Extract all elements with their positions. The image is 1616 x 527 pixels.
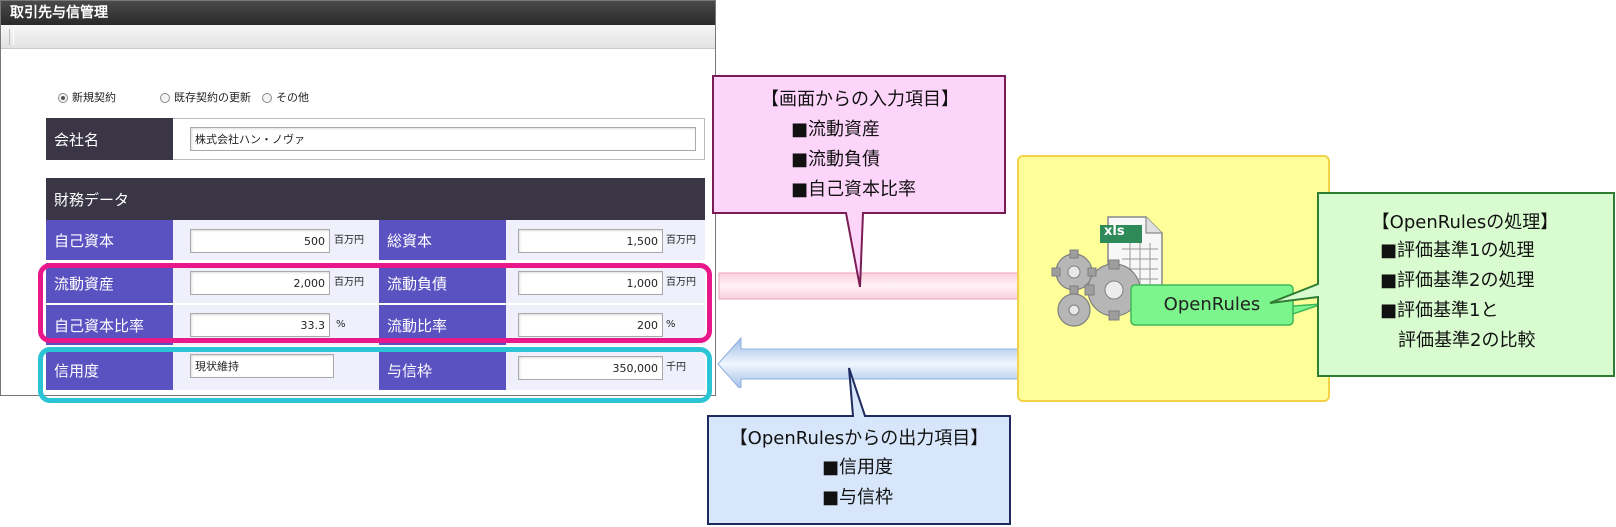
input-callout-shape: [712, 75, 1006, 288]
output-items-highlight: [38, 347, 712, 403]
window-title: 取引先与信管理: [1, 1, 715, 25]
current-liabilities-input[interactable]: [518, 271, 663, 295]
current-liabilities-unit: 百万円: [666, 277, 696, 288]
process-callout-shape: [1269, 192, 1615, 377]
openrules-label-shape: [1130, 284, 1323, 326]
equity-input[interactable]: [190, 229, 330, 253]
input-callout-item: ■流動負債: [791, 149, 881, 170]
output-callout-item: ■与信枠: [822, 487, 894, 508]
input-items-highlight: [38, 263, 712, 343]
company-name-input[interactable]: [190, 127, 696, 151]
current-assets-label: 流動資産: [46, 263, 173, 303]
equity-ratio-input[interactable]: [190, 313, 330, 337]
output-arrow: [717, 336, 1038, 388]
radio-button[interactable]: [160, 93, 170, 103]
company-label: 会社名: [46, 118, 173, 160]
process-callout-item: ■評価基準1と: [1380, 300, 1499, 321]
gears-icon: [1051, 249, 1144, 327]
radio-other[interactable]: その他: [262, 91, 309, 105]
process-callout: 【OpenRulesの処理】 ■評価基準1の処理 ■評価基準2の処理 ■評価基準…: [1318, 208, 1612, 356]
total-capital-input[interactable]: [518, 229, 663, 253]
input-callout: 【画面からの入力項目】 ■流動資産 ■流動負債 ■自己資本比率: [715, 85, 1005, 205]
current-assets-input[interactable]: [190, 271, 330, 295]
credit-limit-output[interactable]: [518, 356, 663, 380]
output-callout-shape: [707, 367, 1011, 525]
process-callout-title: 【OpenRulesの処理】: [1371, 212, 1559, 233]
output-callout-item: ■信用度: [822, 457, 894, 478]
credit-rating-output[interactable]: [190, 354, 334, 378]
input-callout-item: ■自己資本比率: [791, 179, 917, 200]
financial-data-header: 財務データ: [46, 178, 705, 220]
toolbar: [1, 25, 715, 49]
radio-label: 新規契約: [72, 91, 116, 104]
xls-badge: xls: [1104, 224, 1125, 239]
openrules-label: OpenRules: [1163, 294, 1261, 315]
credit-limit-unit: 千円: [666, 362, 686, 373]
equity-label: 自己資本: [46, 220, 173, 260]
radio-button-selected[interactable]: [58, 93, 68, 103]
toolbar-grip[interactable]: [9, 29, 14, 45]
total-capital-unit: 百万円: [666, 235, 696, 246]
credit-limit-label: 与信枠: [379, 350, 506, 390]
equity-ratio-unit: %: [336, 319, 346, 330]
equity-unit: 百万円: [334, 235, 364, 246]
radio-label: 既存契約の更新: [174, 91, 251, 104]
data-flow-arrows: [717, 260, 1043, 388]
credit-rating-label: 信用度: [46, 350, 173, 390]
radio-renewal[interactable]: 既存契約の更新: [160, 91, 251, 105]
process-callout-item: ■評価基準1の処理: [1380, 240, 1535, 261]
current-liabilities-label: 流動負債: [379, 263, 506, 303]
output-callout-title: 【OpenRulesからの出力項目】: [729, 428, 989, 449]
current-ratio-input[interactable]: [518, 313, 663, 337]
current-ratio-unit: %: [666, 319, 676, 330]
process-callout-item: ■評価基準2の処理: [1380, 270, 1535, 291]
process-callout-item: 評価基準2の比較: [1398, 330, 1536, 351]
total-capital-label: 総資本: [379, 220, 506, 260]
current-assets-unit: 百万円: [334, 277, 364, 288]
input-callout-item: ■流動資産: [791, 119, 881, 140]
input-callout-title: 【画面からの入力項目】: [761, 89, 959, 110]
radio-new-contract[interactable]: 新規契約: [58, 91, 116, 105]
output-callout: 【OpenRulesからの出力項目】 ■信用度 ■与信枠: [708, 424, 1010, 513]
radio-button[interactable]: [262, 93, 272, 103]
radio-label: その他: [276, 91, 309, 104]
